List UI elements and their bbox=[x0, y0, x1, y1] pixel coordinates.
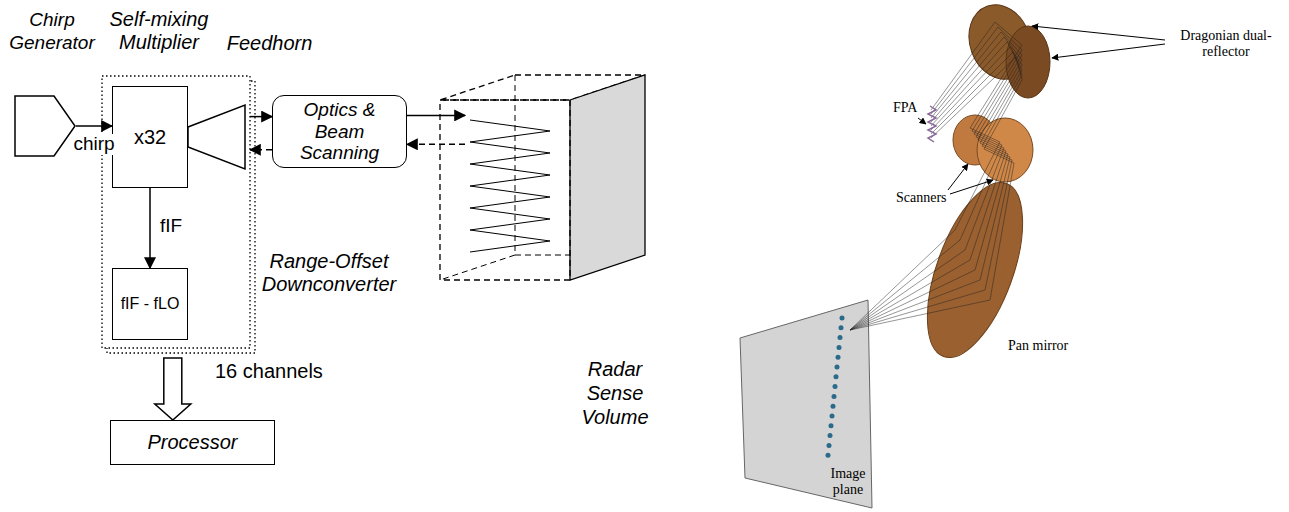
multiplier-box: x32 bbox=[112, 86, 188, 188]
focal-dot bbox=[835, 365, 840, 370]
ray bbox=[850, 47, 1022, 330]
focal-dot bbox=[837, 345, 842, 350]
return-signal-arrow bbox=[407, 144, 465, 146]
part-callout: Dragonian dual-reflector bbox=[1168, 28, 1284, 60]
focal-dot bbox=[833, 384, 838, 389]
focal-dot bbox=[826, 453, 831, 458]
focal-dot bbox=[838, 335, 843, 340]
downconverter-box: fIF - fLO bbox=[112, 268, 188, 340]
leader-line bbox=[950, 180, 993, 194]
signal-arrow bbox=[407, 115, 465, 117]
focal-dot bbox=[829, 423, 834, 428]
part-callout: FPA bbox=[893, 100, 927, 116]
focal-dot bbox=[840, 316, 845, 321]
focal-dot bbox=[836, 355, 841, 360]
leader-line bbox=[948, 164, 968, 190]
optics-box: Optics & Beam Scanning bbox=[272, 95, 407, 168]
channel-outline bbox=[102, 76, 250, 348]
processor-box: Processor bbox=[110, 420, 275, 465]
channel-count: 16 channels bbox=[215, 360, 345, 383]
chirp-generator-shape bbox=[14, 95, 76, 157]
node-heading: Chirp Generator bbox=[2, 7, 102, 57]
focal-dot bbox=[827, 443, 832, 448]
focal-dots bbox=[826, 316, 845, 458]
node-text: fIF - fLO bbox=[117, 293, 184, 315]
signal-arrow bbox=[250, 116, 272, 118]
focal-dot bbox=[839, 325, 844, 330]
ray bbox=[850, 22, 1022, 330]
part-callout: Pan mirror bbox=[1008, 338, 1088, 354]
focal-dot bbox=[834, 374, 839, 379]
leader-line bbox=[1032, 26, 1165, 40]
signal-arrow bbox=[155, 358, 191, 420]
signal-name: fIF bbox=[158, 216, 184, 237]
image-plane bbox=[740, 300, 872, 508]
node-text: Processor bbox=[143, 429, 241, 456]
leader-line bbox=[918, 118, 926, 124]
chirp-generator: Chirp Generator bbox=[14, 95, 76, 157]
focal-dot bbox=[832, 394, 837, 399]
ray-bundle bbox=[850, 22, 1022, 330]
ray bbox=[850, 27, 1022, 330]
return-signal-arrow bbox=[250, 149, 272, 151]
focal-dot bbox=[828, 433, 833, 438]
ray bbox=[850, 32, 1022, 330]
feedhorn-symbol bbox=[188, 105, 245, 169]
part-callout: Image plane bbox=[826, 466, 870, 498]
node-text: x32 bbox=[130, 124, 170, 151]
component-name: Feedhorn bbox=[222, 32, 317, 55]
ray bbox=[850, 37, 1022, 330]
component-name: Range-Offset Downconverter bbox=[258, 250, 400, 296]
ray bbox=[850, 52, 1022, 330]
part-callout: Scanners bbox=[896, 190, 956, 206]
sense-volume-shape bbox=[440, 75, 645, 285]
focal-dot bbox=[831, 404, 836, 409]
sense-volume: Radar Sense Volume bbox=[440, 75, 645, 285]
signal-arrow bbox=[149, 188, 151, 268]
ray bbox=[850, 57, 1022, 330]
node-heading: Radar Sense Volume bbox=[565, 355, 665, 431]
leader-line bbox=[1052, 44, 1165, 58]
node-text: Optics & Beam Scanning bbox=[273, 97, 406, 167]
fpa-symbol bbox=[928, 106, 936, 142]
signal-arrow bbox=[76, 125, 112, 127]
signal-name: chirp bbox=[71, 134, 116, 155]
focal-dot bbox=[830, 414, 835, 419]
component-name: Self-mixing Multiplier bbox=[100, 8, 218, 54]
ray bbox=[850, 42, 1022, 330]
